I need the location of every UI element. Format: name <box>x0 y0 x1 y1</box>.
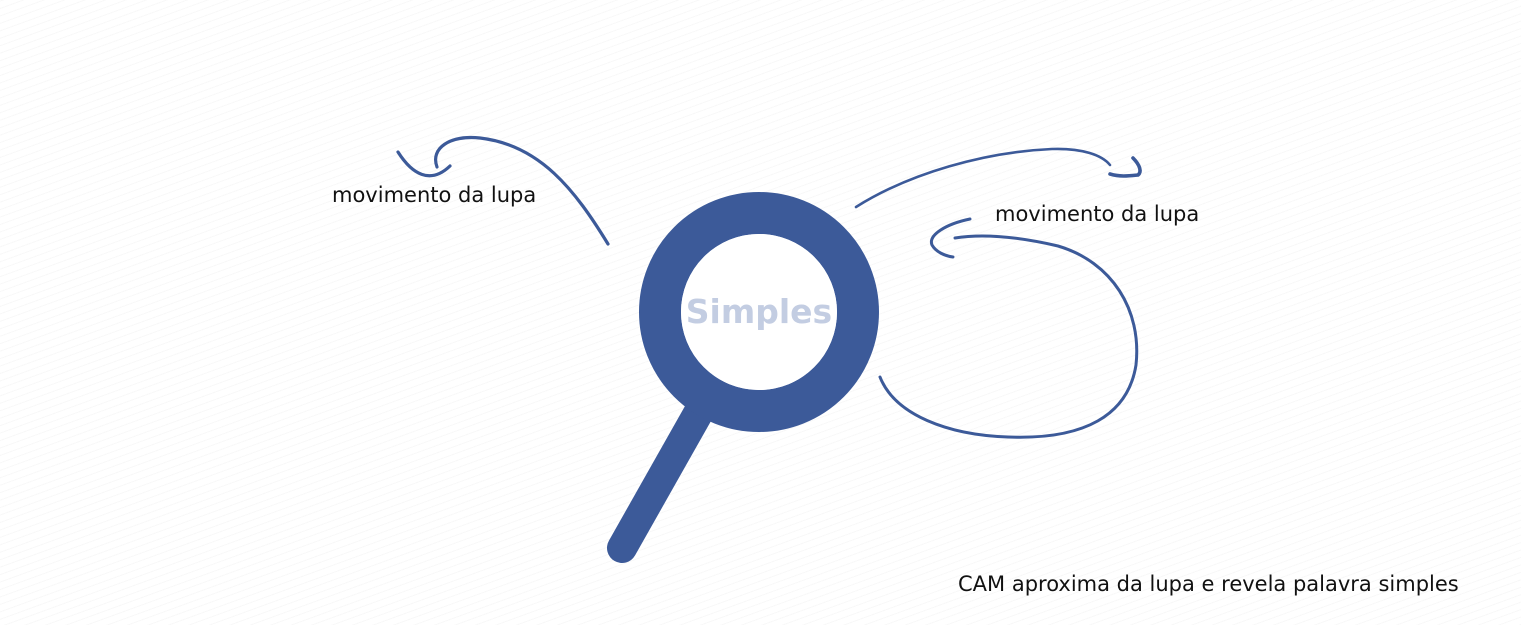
lens-word: Simples <box>686 292 832 331</box>
left-motion-label: movimento da lupa <box>332 183 537 207</box>
right-loop-arrow-icon <box>878 217 1139 439</box>
left-motion-arrow-icon <box>396 135 610 246</box>
magnifier-lens <box>681 234 837 390</box>
right-motion-arrow-top-icon <box>854 147 1142 209</box>
magnifying-glass-icon: Simples <box>607 192 879 563</box>
scene-caption: CAM aproxima da lupa e revela palavra si… <box>958 572 1459 596</box>
right-motion-label: movimento da lupa <box>995 202 1200 226</box>
magnifier-handle <box>607 395 715 563</box>
magnifier-ring <box>639 192 879 432</box>
